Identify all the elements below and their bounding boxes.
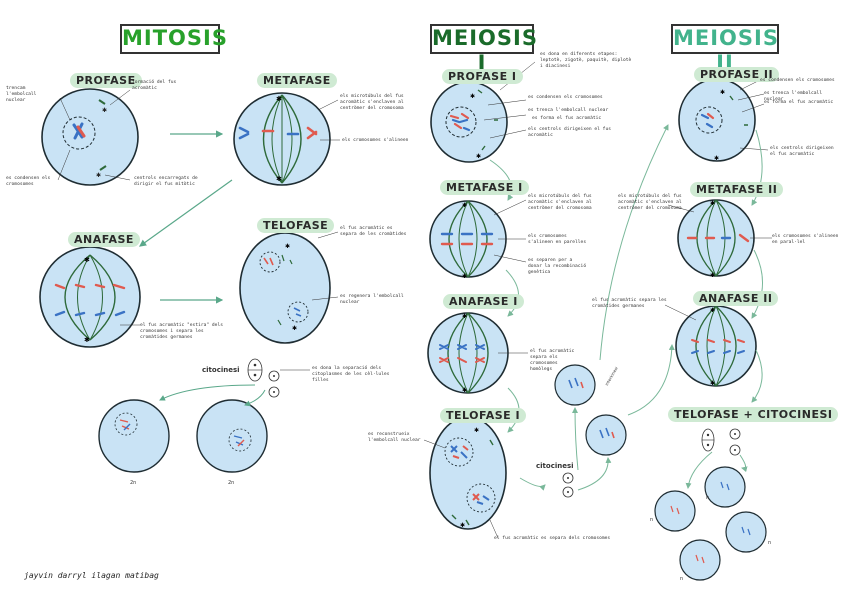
svg-text:✱: ✱: [710, 307, 715, 314]
meiosis1-anafase-note: el fus acromàtic separa els cromosomes h…: [530, 349, 575, 372]
mitosis-profase-note-bl: es condensen els cromosomes: [6, 176, 51, 187]
svg-text:✱: ✱: [276, 175, 282, 183]
svg-text:✱: ✱: [710, 380, 715, 387]
meiosis1-profase-cell: ✱ ✱: [430, 81, 508, 163]
mitosis-anafase-cell: ✱ ✱: [39, 246, 141, 348]
svg-text:✱: ✱: [84, 256, 90, 264]
meiosis2-metafase-cell: ✱ ✱: [677, 199, 755, 279]
meiosis2-n-label-4: n: [680, 576, 684, 582]
meiosis2-profase-label: PROFASE II: [694, 67, 780, 82]
meiosis1-citocinesi-label: citocinesi: [536, 462, 574, 470]
meiosis2-anafase-label: ANAFASE II: [693, 291, 779, 306]
meiosis2-anafase-cell: ✱ ✱: [675, 305, 757, 387]
mitosis-metafase-label: METAFASE: [257, 73, 337, 88]
svg-text:✱: ✱: [84, 336, 90, 344]
meiosis1-anafase-cell: ✱ ✱: [427, 312, 509, 394]
mitosis-metafase-cell: ✱ ✱: [233, 92, 331, 186]
svg-text:✱: ✱: [462, 202, 467, 209]
svg-text:✱: ✱: [474, 427, 479, 434]
svg-text:✱: ✱: [710, 200, 715, 207]
meiosis1-daughter-cells: [554, 364, 627, 456]
meiosis2-daughter-cells: [654, 466, 767, 581]
meiosis2-profase-note-2: es trenca l'embolcall nuclear: [764, 91, 823, 102]
mitosis-telofase-note-2: es regenera l'embolcall nuclear: [340, 294, 404, 305]
meiosis1-profase-note-5: els centrols dirigeixen el fus acromàtic: [528, 127, 611, 138]
mitosis-citocinesi-note: es dona la separació dels citoplasmes de…: [312, 366, 390, 383]
meiosis1-telofase-note-2: el fus acromàtic es separa dels cromosom…: [494, 536, 611, 541]
mitosis-metafase-note-1: els microtúbuls del fus acromàtic s'encl…: [340, 94, 404, 111]
mitosis-anafase-note: el fus acromàtic "estira" dels cromosome…: [140, 323, 223, 340]
meiosis1-telofase-label: TELOFASE I: [440, 408, 527, 423]
mitosis-profase-note-tl: trencam l'embolcall nuclear: [6, 86, 37, 103]
meiosis2-n-label-3: n: [768, 540, 772, 546]
meiosis2-profase-cell: ✱ ✱: [678, 78, 756, 162]
mitosis-telofase-cell: ✱ ✱: [239, 232, 331, 344]
svg-text:✱: ✱: [714, 155, 719, 162]
mitosis-citocinesi-icon: [247, 358, 280, 398]
mitosis-profase-note-tr: formació del fus acromàtic: [132, 80, 177, 91]
meiosis1-metafase-note-1: els microtúbuls del fus acromàtic s'encl…: [528, 194, 592, 211]
meiosis1-anafase-label: ANAFASE I: [443, 294, 524, 309]
title-meiosis-2: MEIOSIS II: [671, 24, 779, 75]
svg-text:✱: ✱: [96, 172, 101, 179]
meiosis1-metafase-note-3: es separen per a donar la recombinació g…: [528, 258, 587, 275]
meiosis1-metafase-note-2: els cromosomes s'alineen en parelles: [528, 234, 587, 245]
meiosis1-profase-label: PROFASE I: [442, 69, 523, 84]
meiosis2-citocinesi-icon: [701, 428, 741, 456]
svg-text:✱: ✱: [720, 89, 725, 96]
svg-text:✱: ✱: [276, 95, 282, 103]
meiosis1-telofase-cell: ✱ ✱: [429, 416, 507, 530]
mitosis-daughter-cells: [98, 399, 268, 473]
meiosis2-n-label-2: n: [706, 495, 710, 501]
svg-text:✱: ✱: [292, 325, 297, 332]
meiosis1-metafase-cell: ✱ ✱: [429, 200, 507, 280]
svg-text:✱: ✱: [710, 272, 715, 279]
meiosis2-n-label-1: n: [650, 517, 654, 523]
svg-text:✱: ✱: [102, 107, 107, 114]
svg-text:✱: ✱: [460, 522, 465, 529]
mitosis-anafase-label: ANAFASE: [68, 232, 140, 247]
meiosis2-profase-note-4: els centrols dirigeixen el fus acromàtic: [770, 146, 834, 157]
mitosis-citocinesi-label: citocinesi: [202, 366, 240, 374]
svg-text:✱: ✱: [285, 243, 290, 250]
svg-text:✱: ✱: [462, 273, 467, 280]
mitosis-2n-label-b: 2n: [228, 480, 235, 486]
mitosis-profase-note-br: centrols encarregats de dirigir el fus m…: [134, 176, 198, 187]
svg-text:✱: ✱: [476, 153, 481, 160]
author-signature: jayvin darryl ilagan matibag: [24, 571, 159, 580]
mitosis-metafase-note-2: els cromosomes s'alineen: [342, 138, 409, 143]
mitosis-profase-label: PROFASE: [70, 73, 142, 88]
mitosis-telofase-label: TELOFASE: [257, 218, 335, 233]
svg-text:✱: ✱: [462, 313, 467, 320]
meiosis1-profase-note-4: es forma el fus acromàtic: [532, 116, 602, 121]
meiosis1-profase-note-2: es condensen els cromosomes: [528, 95, 603, 100]
meiosis2-metafase-note-1: els microtúbuls del fus acromàtic s'encl…: [618, 194, 682, 211]
meiosis1-profase-note-1: es dona en diferents etapes: leptotè, zi…: [540, 52, 632, 69]
meiosis2-profase-note-3: es forma el fus acromàtic: [764, 100, 834, 105]
meiosis2-anafase-note: el fus acromàtic separa les cromàtides g…: [592, 298, 667, 309]
svg-text:✱: ✱: [470, 93, 475, 100]
mitosis-telofase-note-1: el fus acromàtic es separa de les cromàt…: [340, 226, 407, 237]
title-mitosis: MITOSIS: [120, 24, 227, 54]
meiosis1-telofase-note-1: es reconstrueix l'embolcall nuclear: [368, 432, 421, 443]
meiosis2-profase-note-1: es condensen els cromosomes: [760, 78, 835, 83]
title-meiosis-1: MEIOSIS I: [430, 24, 538, 75]
meiosis2-metafase-note-2: els cromosomes s'alineen en paral·lel: [772, 234, 839, 245]
meiosis2-telofase-citocinesi-label: TELOFASE + CITOCINESI: [668, 407, 839, 422]
mitosis-2n-label-a: 2n: [130, 480, 137, 486]
meiosis1-citocinesi-icon: [562, 472, 574, 498]
meiosis2-metafase-label: METAFASE II: [690, 182, 784, 197]
svg-text:✱: ✱: [462, 387, 467, 394]
meiosis1-metafase-label: METAFASE I: [440, 180, 529, 195]
mitosis-profase-cell: ✱ ✱: [41, 88, 139, 186]
meiosis1-profase-note-3: es trenca l'embolcall nuclear: [528, 108, 609, 113]
